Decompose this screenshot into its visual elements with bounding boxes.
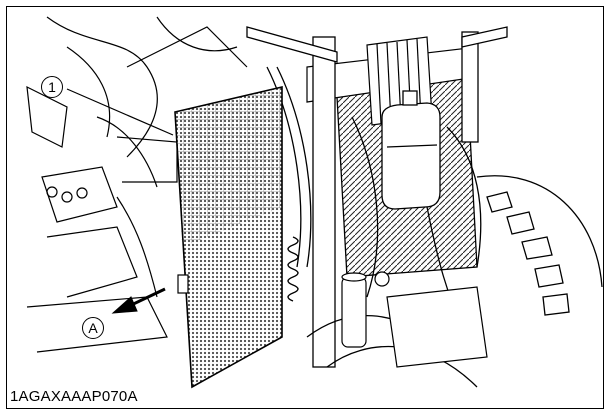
spring — [287, 236, 299, 302]
reserve-tank — [381, 90, 441, 210]
receiver-drier — [341, 271, 488, 368]
callout-1-leader — [66, 88, 174, 136]
figure-frame: 1 A 1AGAXAAAP070A — [6, 6, 604, 409]
engine-background — [26, 16, 248, 353]
callout-1: 1 — [41, 76, 63, 98]
figure-code: 1AGAXAAAP070A — [9, 388, 141, 405]
condenser-screen — [174, 85, 283, 389]
frame-post — [312, 36, 336, 368]
tire — [476, 175, 603, 316]
callout-a: A — [82, 317, 104, 339]
arrow-a — [111, 287, 166, 314]
engine-illustration — [26, 16, 603, 389]
